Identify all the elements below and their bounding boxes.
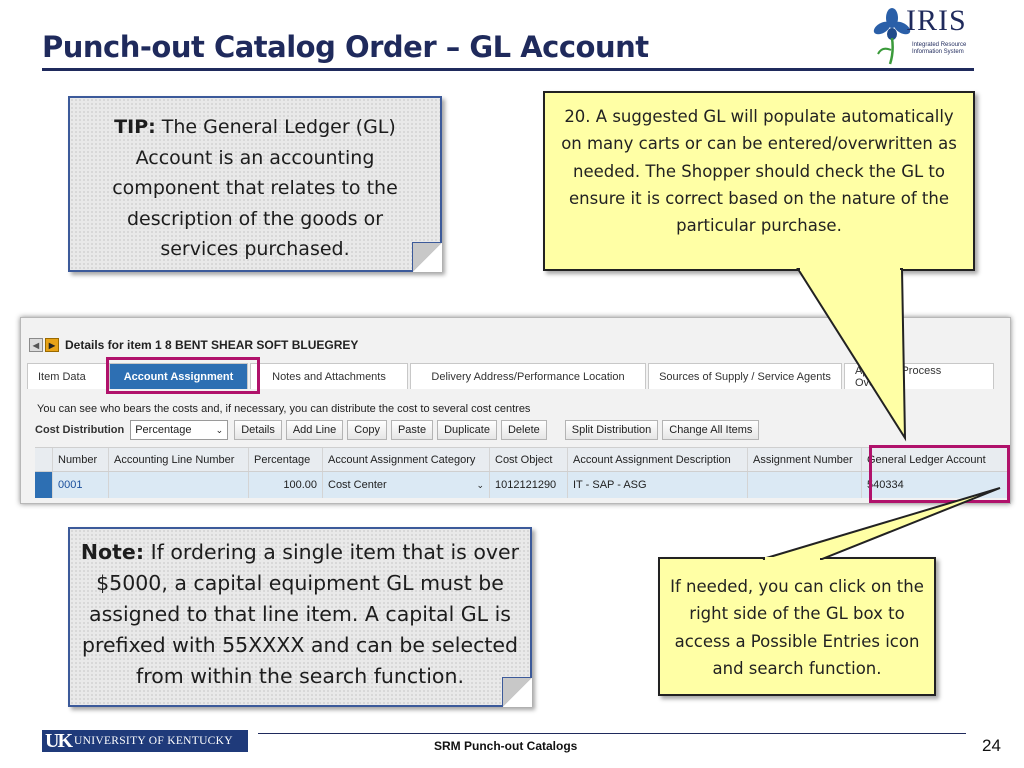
item-details-header: ◀ ▶ Details for item 1 8 BENT SHEAR SOFT… bbox=[29, 336, 358, 354]
column-header[interactable]: Percentage bbox=[249, 448, 323, 471]
gl-callout-text: 20. A suggested GL will populate automat… bbox=[561, 107, 957, 236]
column-header[interactable]: Account Assignment Description bbox=[568, 448, 748, 471]
column-header[interactable]: Cost Object bbox=[490, 448, 568, 471]
cost-distribution-value: Percentage bbox=[135, 424, 192, 436]
tip-card: TIP: The General Ledger (GL) Account is … bbox=[68, 96, 442, 272]
previous-item-icon[interactable]: ◀ bbox=[29, 338, 43, 352]
iris-logo: IRIS Integrated Resource Information Sys… bbox=[872, 4, 982, 66]
gl-search-callout: If needed, you can click on the right si… bbox=[658, 557, 936, 696]
note-text: If ordering a single item that is over $… bbox=[81, 540, 520, 688]
footer-text: SRM Punch-out Catalogs bbox=[434, 739, 578, 753]
gl-search-callout-text: If needed, you can click on the right si… bbox=[670, 577, 924, 678]
slide-title: Punch-out Catalog Order – GL Account bbox=[42, 30, 649, 64]
chevron-down-icon: ⌄ bbox=[215, 424, 224, 435]
sap-details-panel: ◀ ▶ Details for item 1 8 BENT SHEAR SOFT… bbox=[20, 317, 1011, 504]
copy-button[interactable]: Copy bbox=[347, 420, 387, 440]
assignment-number-field[interactable] bbox=[748, 472, 862, 498]
note-label: Note: bbox=[80, 540, 145, 564]
page-number: 24 bbox=[982, 736, 1001, 755]
next-item-icon[interactable]: ▶ bbox=[45, 338, 59, 352]
column-header-gl-account[interactable]: General Ledger Account bbox=[867, 453, 986, 466]
tab-approval-process[interactable]: Approval Process Overview bbox=[844, 363, 994, 389]
footer-rule bbox=[258, 733, 966, 734]
cost-distribution-label: Cost Distribution bbox=[35, 424, 125, 436]
iris-flower-icon bbox=[873, 8, 911, 65]
tab-account-assignment[interactable]: Account Assignment bbox=[109, 363, 248, 389]
cost-object-field[interactable]: 1012121290 bbox=[490, 472, 568, 498]
row-number[interactable]: 0001 bbox=[53, 472, 109, 498]
title-rule bbox=[42, 68, 974, 71]
column-header[interactable]: Number bbox=[53, 448, 109, 471]
duplicate-button[interactable]: Duplicate bbox=[437, 420, 497, 440]
percentage-field[interactable]: 100.00 bbox=[249, 472, 323, 498]
gl-account-field[interactable]: 540334 bbox=[867, 479, 904, 491]
tip-label: TIP: bbox=[114, 116, 156, 138]
assignment-category-value: Cost Center bbox=[328, 479, 387, 491]
table-row: 0001 100.00 Cost Center ⌄ 1012121290 IT … bbox=[35, 472, 1010, 498]
delete-button[interactable]: Delete bbox=[500, 420, 547, 440]
split-distribution-button[interactable]: Split Distribution bbox=[564, 420, 659, 440]
page-fold-icon bbox=[412, 242, 442, 272]
column-header[interactable]: Assignment Number bbox=[748, 448, 862, 471]
assignment-description: IT - SAP - ASG bbox=[568, 472, 748, 498]
row-selector[interactable] bbox=[35, 472, 53, 498]
uk-mark: UK bbox=[45, 729, 73, 752]
tip-text: The General Ledger (GL) Account is an ac… bbox=[112, 116, 398, 260]
table-header-row: Number Accounting Line Number Percentage… bbox=[35, 447, 1010, 472]
page-fold-icon bbox=[502, 677, 532, 707]
tab-delivery-address[interactable]: Delivery Address/Performance Location bbox=[410, 363, 646, 389]
details-button[interactable]: Details bbox=[234, 420, 282, 440]
iris-subtitle: Integrated Resource Information System bbox=[912, 42, 967, 55]
chevron-down-icon: ⌄ bbox=[476, 479, 484, 490]
uk-logo: UK UNIVERSITY OF KENTUCKY bbox=[42, 730, 248, 752]
change-all-items-button[interactable]: Change All Items bbox=[662, 420, 760, 440]
tab-item-data[interactable]: Item Data bbox=[27, 363, 107, 389]
add-line-button[interactable]: Add Line bbox=[285, 420, 344, 440]
column-header[interactable]: Accounting Line Number bbox=[109, 448, 249, 471]
row-selector-header[interactable] bbox=[35, 448, 53, 471]
item-details-title: Details for item 1 8 BENT SHEAR SOFT BLU… bbox=[65, 338, 359, 352]
tab-sources-of-supply[interactable]: Sources of Supply / Service Agents bbox=[648, 363, 842, 389]
assignment-category-select[interactable]: Cost Center ⌄ bbox=[323, 472, 490, 498]
uk-name: UNIVERSITY OF KENTUCKY bbox=[74, 735, 233, 747]
column-header[interactable]: Account Assignment Category bbox=[323, 448, 490, 471]
accounting-line-number bbox=[109, 472, 249, 498]
note-card: Note: If ordering a single item that is … bbox=[68, 527, 532, 707]
iris-wordmark: IRIS bbox=[906, 4, 967, 37]
tab-notes-attachments[interactable]: Notes and Attachments bbox=[250, 363, 408, 389]
account-assignment-table: Number Accounting Line Number Percentage… bbox=[35, 447, 1010, 498]
cost-info-text: You can see who bears the costs and, if … bbox=[37, 403, 531, 415]
cost-distribution-toolbar: Cost Distribution Percentage ⌄ Details A… bbox=[35, 419, 763, 441]
cost-distribution-select[interactable]: Percentage ⌄ bbox=[130, 420, 229, 440]
paste-button[interactable]: Paste bbox=[390, 420, 434, 440]
gl-callout: 20. A suggested GL will populate automat… bbox=[543, 91, 975, 271]
item-tabs: Item Data Account Assignment Notes and A… bbox=[27, 363, 996, 389]
